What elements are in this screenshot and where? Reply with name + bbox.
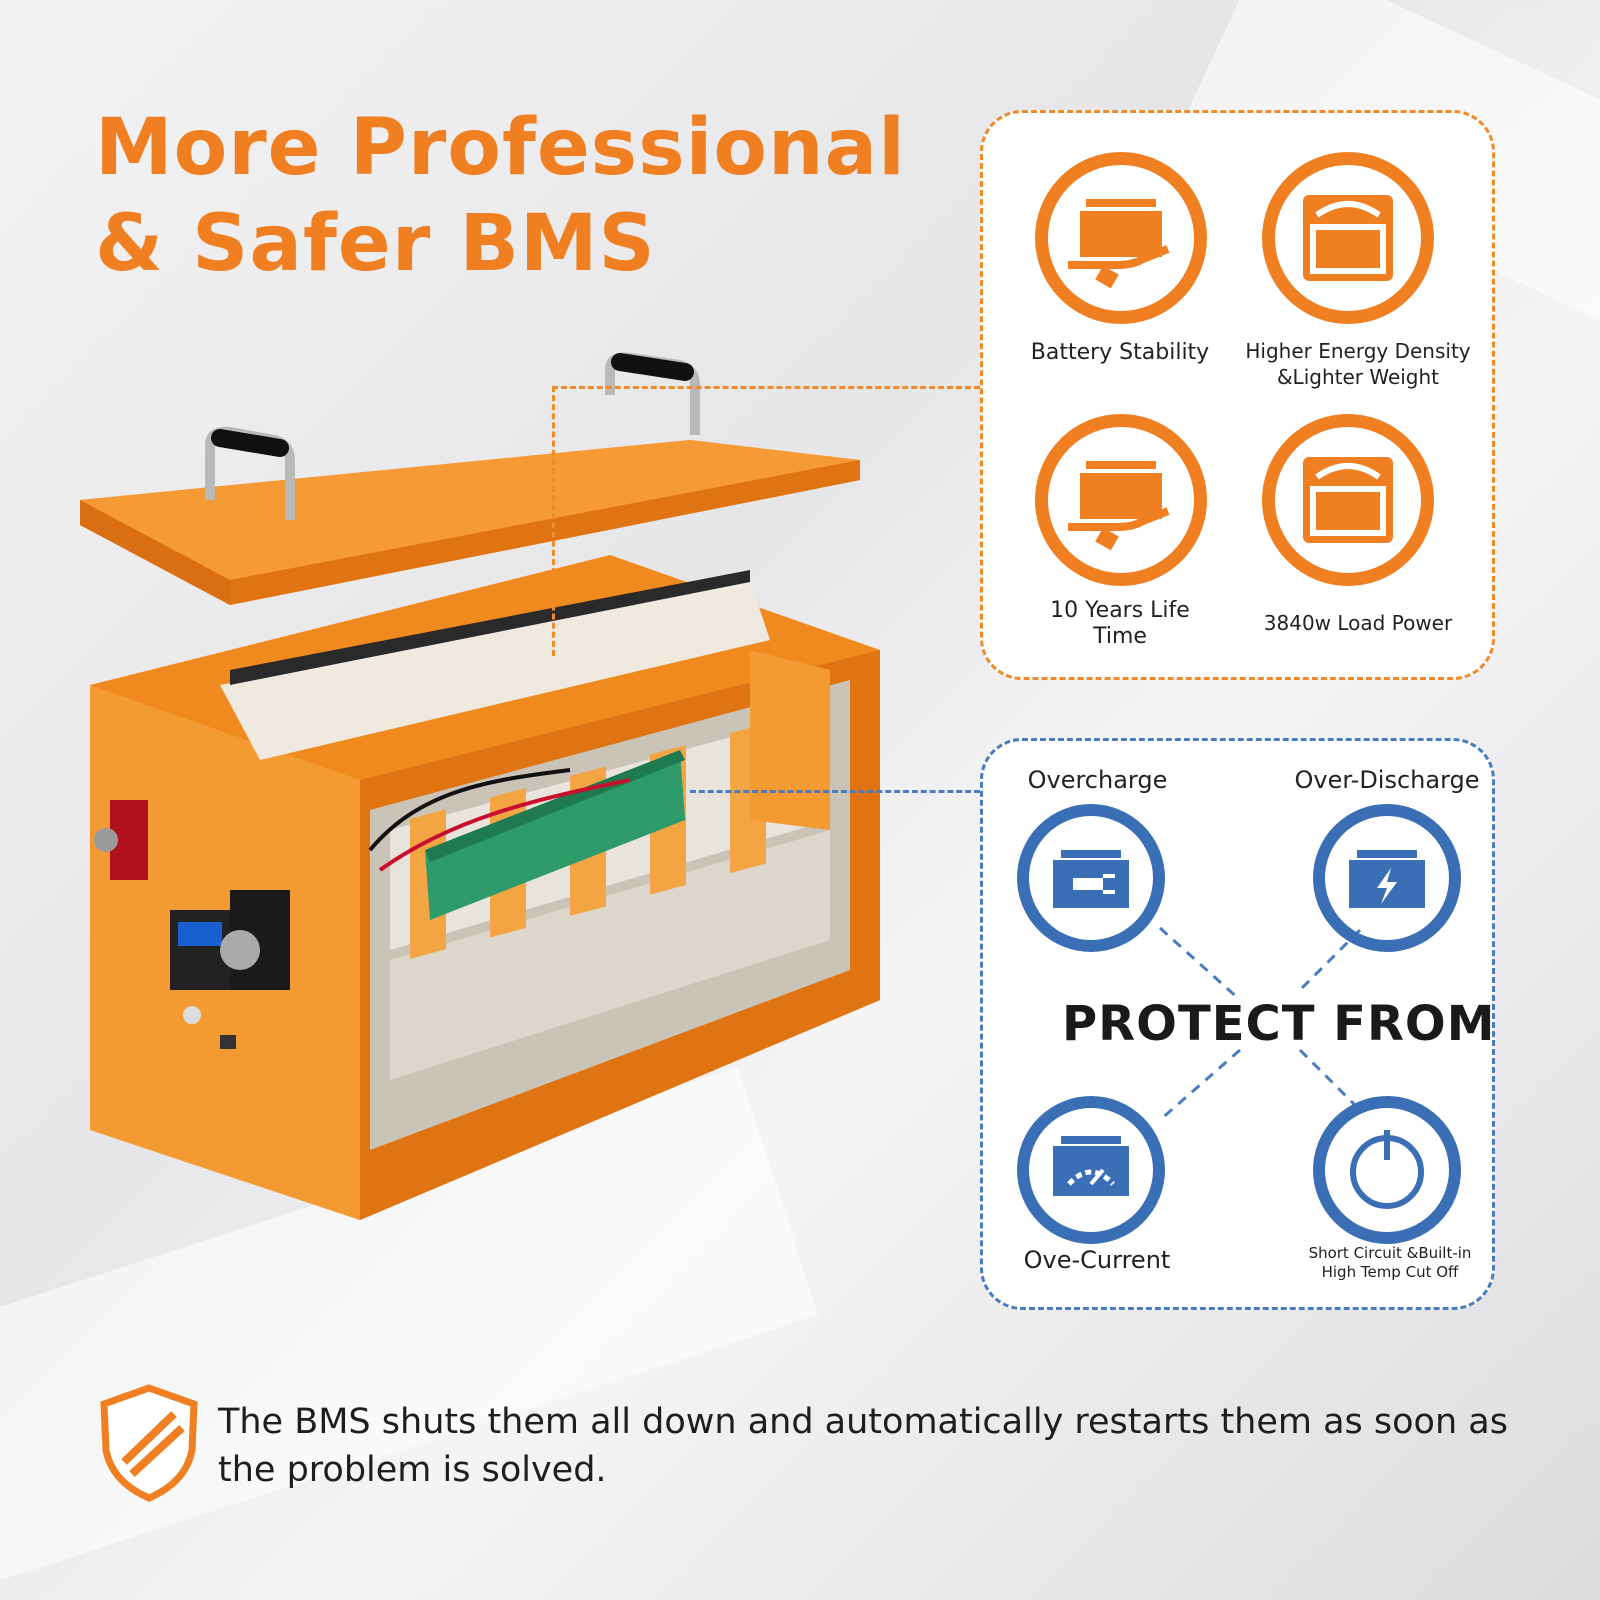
shield-icon xyxy=(100,1384,198,1502)
feature-label: 10 Years Life Time xyxy=(1050,598,1190,649)
protect-label: Short Circuit &Built-in High Temp Cut Of… xyxy=(1308,1244,1472,1281)
headline-line-2: & Safer BMS xyxy=(95,199,656,289)
leader-line-top xyxy=(552,386,980,389)
feature-label: Higher Energy Density &Lighter Weight xyxy=(1245,339,1471,389)
protect-label: Overcharge xyxy=(1027,766,1168,794)
protect-from-title: PROTECT FROM xyxy=(1062,996,1496,1052)
headline-line-1: More Professional xyxy=(95,103,906,193)
leader-line-top-vertical xyxy=(552,386,555,656)
protect-label: Ove-Current xyxy=(1023,1246,1171,1274)
weighing-scale-icon xyxy=(1262,414,1434,586)
battery-hand-icon xyxy=(1035,152,1207,324)
protect-label: Over-Discharge xyxy=(1294,766,1480,794)
weighing-scale-icon xyxy=(1262,152,1434,324)
leader-line-bottom xyxy=(690,790,980,793)
battery-plug-icon xyxy=(1017,804,1165,952)
battery-hand-icon xyxy=(1035,414,1207,586)
headline: More Professional & Safer BMS xyxy=(95,100,906,292)
battery-gauge-icon xyxy=(1017,1096,1165,1244)
connector-lines xyxy=(1158,926,1362,1122)
power-icon xyxy=(1313,1096,1461,1244)
battery-bolt-icon xyxy=(1313,804,1461,952)
footer-text: The BMS shuts them all down and automati… xyxy=(218,1402,1508,1490)
feature-label: 3840w Load Power xyxy=(1263,611,1453,635)
battery-product-image xyxy=(80,352,880,1220)
feature-label: Battery Stability xyxy=(1030,340,1210,365)
